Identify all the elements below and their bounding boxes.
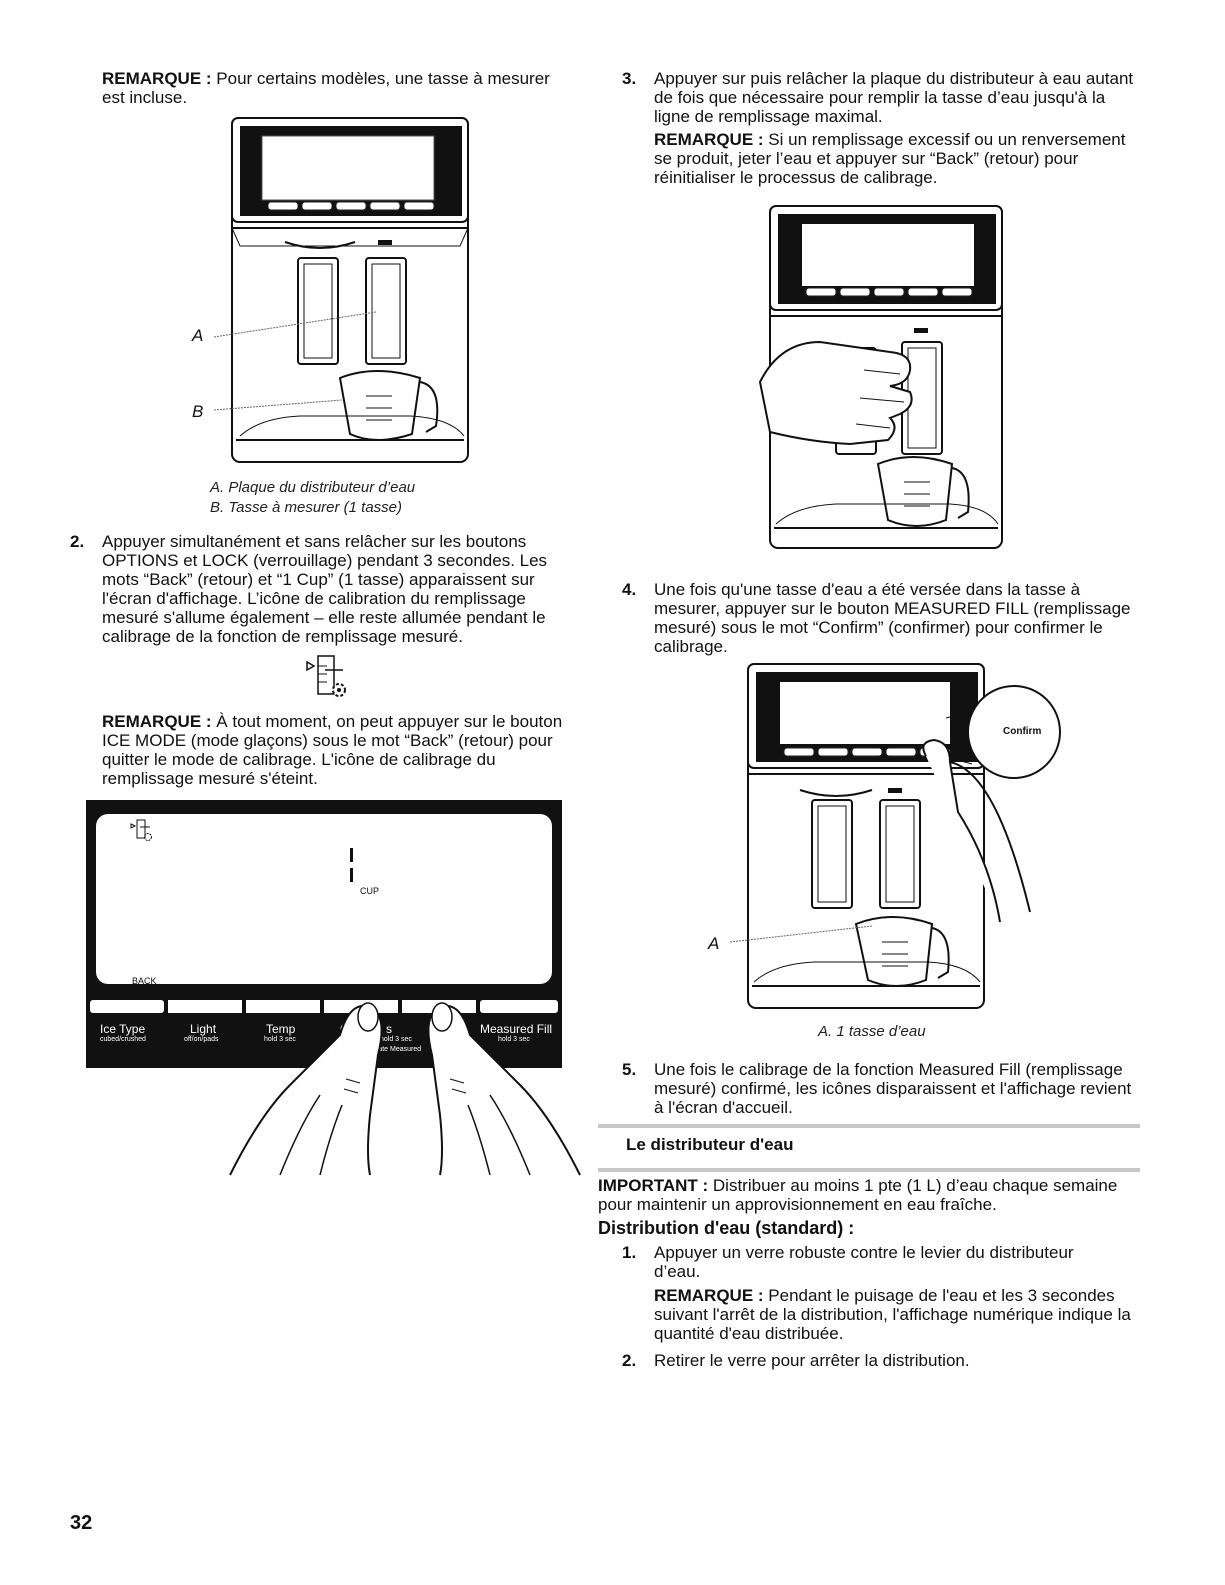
control-panel-figure: CUP BACK Ice Type cubed/crushed Light of…	[86, 800, 562, 1068]
hands-illustration	[229, 1002, 581, 1176]
cup-label: CUP	[360, 886, 380, 896]
subheading: Distribution d'eau (standard) :	[598, 1218, 855, 1238]
display-screen: CUP BACK	[96, 814, 552, 986]
step-3-text: Appuyer sur puis relâcher la plaque du d…	[654, 69, 1134, 126]
confirm-callout: Confirm	[1003, 726, 1042, 737]
calibration-icon	[130, 819, 152, 841]
step-5-text: Une fois le calibrage de la fonction Mea…	[654, 1060, 1132, 1117]
sub-step-2-text: Retirer le verre pour arrêter la distrib…	[654, 1351, 970, 1370]
digit-segment	[350, 868, 353, 882]
important-note: IMPORTANT : Distribuer au moins 1 pte (1…	[598, 1176, 1140, 1214]
calibration-icon	[306, 655, 346, 697]
figure-caption-b: B. Tasse à mesurer (1 tasse)	[210, 499, 403, 516]
button-sub-label: hold 3 sec	[380, 1036, 412, 1043]
step-number: 5.	[622, 1060, 637, 1079]
note-4: REMARQUE : Pendant le puisage de l'eau e…	[654, 1286, 1140, 1343]
note-label: REMARQUE :	[102, 69, 212, 88]
calibrate-label: rate Measured	[376, 1046, 422, 1053]
digit-segment	[350, 848, 353, 862]
button-label: s	[386, 1022, 392, 1036]
important-text: Distribuer au moins 1 pte (1 L) d’eau ch…	[598, 1176, 1118, 1214]
note-text: À tout moment, on peut appuyer sur le bo…	[102, 712, 563, 788]
note-2: REMARQUE : À tout moment, on peut appuye…	[102, 712, 582, 788]
figure-label-a: A	[708, 934, 720, 953]
step-4-text: Une fois qu'une tasse d'eau a été versée…	[654, 580, 1131, 656]
ice-type-button[interactable]	[90, 1000, 164, 1013]
button-label: Temp	[266, 1022, 296, 1036]
step-2-text: Appuyer simultanément et sans relâcher s…	[102, 532, 548, 646]
note-text: Pendant le puisage de l'eau et les 3 sec…	[654, 1286, 1131, 1343]
figure-label-a: A	[192, 326, 204, 345]
button-sub-label: cubed/crushed	[100, 1036, 146, 1043]
note-label: REMARQUE :	[654, 1286, 764, 1305]
button-sub-label: off/on/pads	[184, 1036, 219, 1043]
step-number: 1.	[622, 1243, 637, 1262]
light-button[interactable]	[168, 1000, 242, 1013]
dispenser-figure-3	[729, 663, 1061, 1009]
dispenser-figure-1	[213, 117, 469, 463]
button-label: Light	[190, 1022, 217, 1036]
section-heading-bar: Le distributeur d'eau	[598, 1124, 1140, 1172]
button-sub-label: hold 3 sec	[498, 1036, 530, 1043]
step-number: 4.	[622, 580, 637, 599]
section-heading: Le distributeur d'eau	[626, 1135, 794, 1154]
back-label: BACK	[132, 976, 157, 986]
step-number: 2.	[622, 1351, 637, 1370]
note-label: REMARQUE :	[102, 712, 212, 731]
important-label: IMPORTANT :	[598, 1176, 709, 1195]
figure-caption-a: A. Plaque du distributeur d’eau	[210, 479, 416, 496]
button-label: Ice Type	[100, 1022, 146, 1036]
note-label: REMARQUE :	[654, 130, 764, 149]
note-3: REMARQUE : Si un remplissage excessif ou…	[654, 130, 1140, 187]
measured-fill-button[interactable]	[480, 1000, 558, 1013]
button-sub-label: hold 3 sec	[264, 1036, 296, 1043]
figure-label-b: B	[192, 402, 204, 421]
note-text: Pour certains modèles, une tasse à mesur…	[102, 69, 550, 107]
sub-step-1-text: Appuyer un verre robuste contre le levie…	[654, 1243, 1074, 1281]
figure-caption: A. 1 tasse d’eau	[818, 1023, 926, 1040]
button-label: Measured Fill	[480, 1022, 553, 1036]
dispenser-figure-2	[758, 205, 1003, 549]
note-1: REMARQUE : Pour certains modèles, une ta…	[102, 69, 572, 107]
temp-button[interactable]	[246, 1000, 320, 1013]
step-number: 3.	[622, 69, 637, 88]
page-number: 32	[70, 1512, 93, 1534]
note-text: Si un remplissage excessif ou un renvers…	[654, 130, 1126, 187]
step-number: 2.	[70, 532, 85, 551]
